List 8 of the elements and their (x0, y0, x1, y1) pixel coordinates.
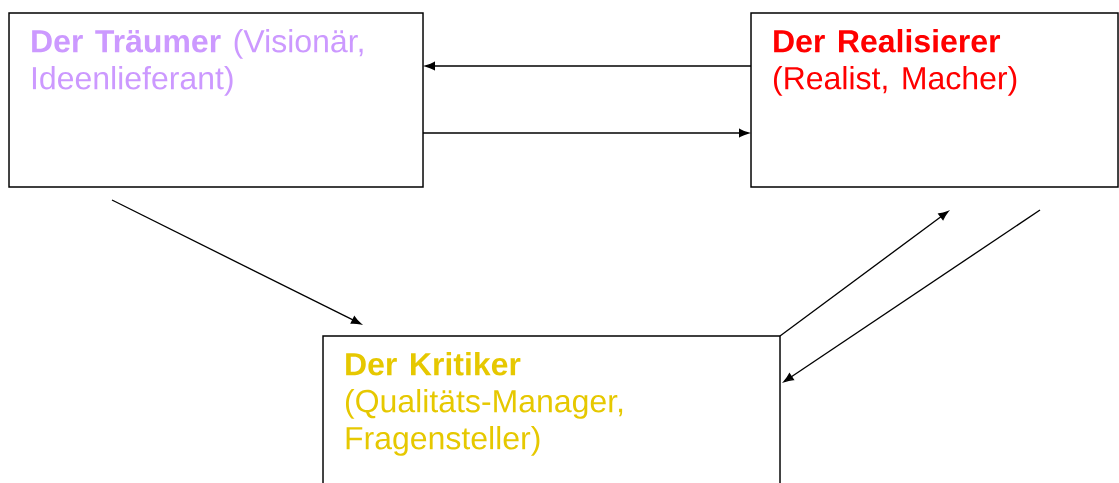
arrow (779, 210, 949, 337)
arrow (425, 61, 752, 71)
process-box: Der Kritiker (Qualitäts-Manager, Fragensteller) (322, 335, 781, 483)
process-box: Der Träumer (Visionär, Ideenlieferant) (8, 12, 424, 188)
process-box: Der Realisierer (Realist, Macher) (750, 12, 1119, 188)
arrow (422, 128, 749, 138)
arrow (783, 209, 1041, 383)
arrow (111, 199, 362, 325)
